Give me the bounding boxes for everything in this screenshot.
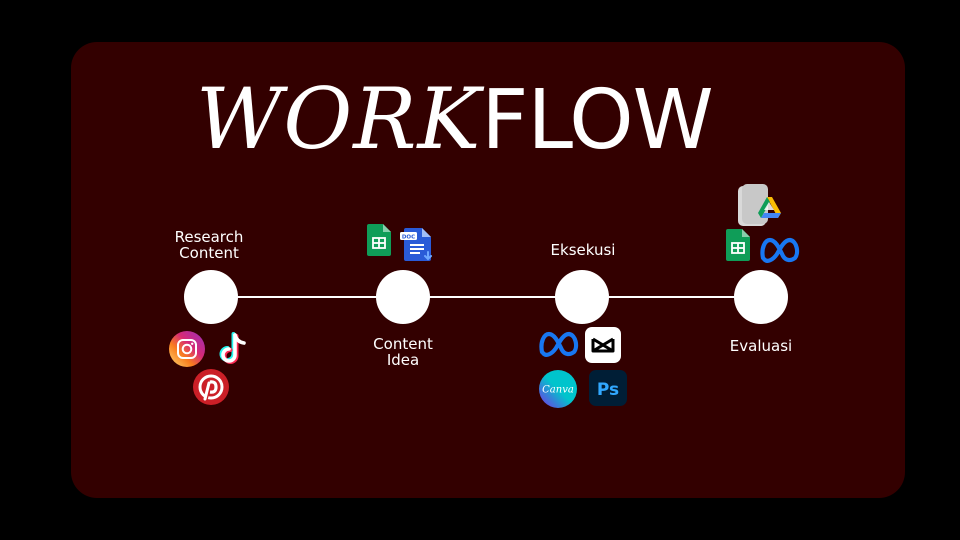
step-label-line: Research — [174, 228, 244, 246]
timeline-line — [211, 296, 761, 298]
capcut-icon — [585, 327, 621, 363]
step-node-research — [184, 270, 238, 324]
step-label-line: Content — [179, 244, 239, 262]
google-drive-icon — [738, 184, 781, 226]
meta-icon — [539, 331, 579, 357]
google-docs-icon: DOC — [400, 228, 432, 261]
photoshop-icon: Ps — [589, 370, 627, 406]
step-node-eksekusi — [555, 270, 609, 324]
instagram-icon — [169, 331, 205, 367]
step-label-eksekusi: Eksekusi — [523, 242, 643, 258]
step-label-evaluasi: Evaluasi — [701, 338, 821, 354]
doc-label: DOC — [402, 234, 415, 240]
step-label-line: Content — [373, 335, 433, 353]
step-label-content-idea: Content Idea — [343, 336, 463, 368]
canva-icon: Canva — [539, 370, 577, 408]
google-sheets-icon — [367, 224, 391, 256]
pinterest-icon — [193, 369, 229, 405]
google-sheets-icon — [726, 229, 750, 261]
step-node-evaluasi — [734, 270, 788, 324]
photoshop-label: Ps — [597, 380, 619, 400]
page-title: WORKFLOW — [196, 70, 714, 170]
step-label-line: Evaluasi — [729, 337, 793, 355]
step-label-line: Idea — [386, 351, 420, 369]
title-flow: FLOW — [481, 73, 714, 168]
canva-label: Canva — [542, 385, 574, 396]
step-label-line: Eksekusi — [550, 241, 616, 259]
tiktok-icon — [219, 332, 246, 364]
meta-icon — [760, 237, 800, 263]
step-node-content-idea — [376, 270, 430, 324]
step-label-research: Research Content — [149, 229, 269, 261]
title-work: WORK — [196, 70, 482, 168]
